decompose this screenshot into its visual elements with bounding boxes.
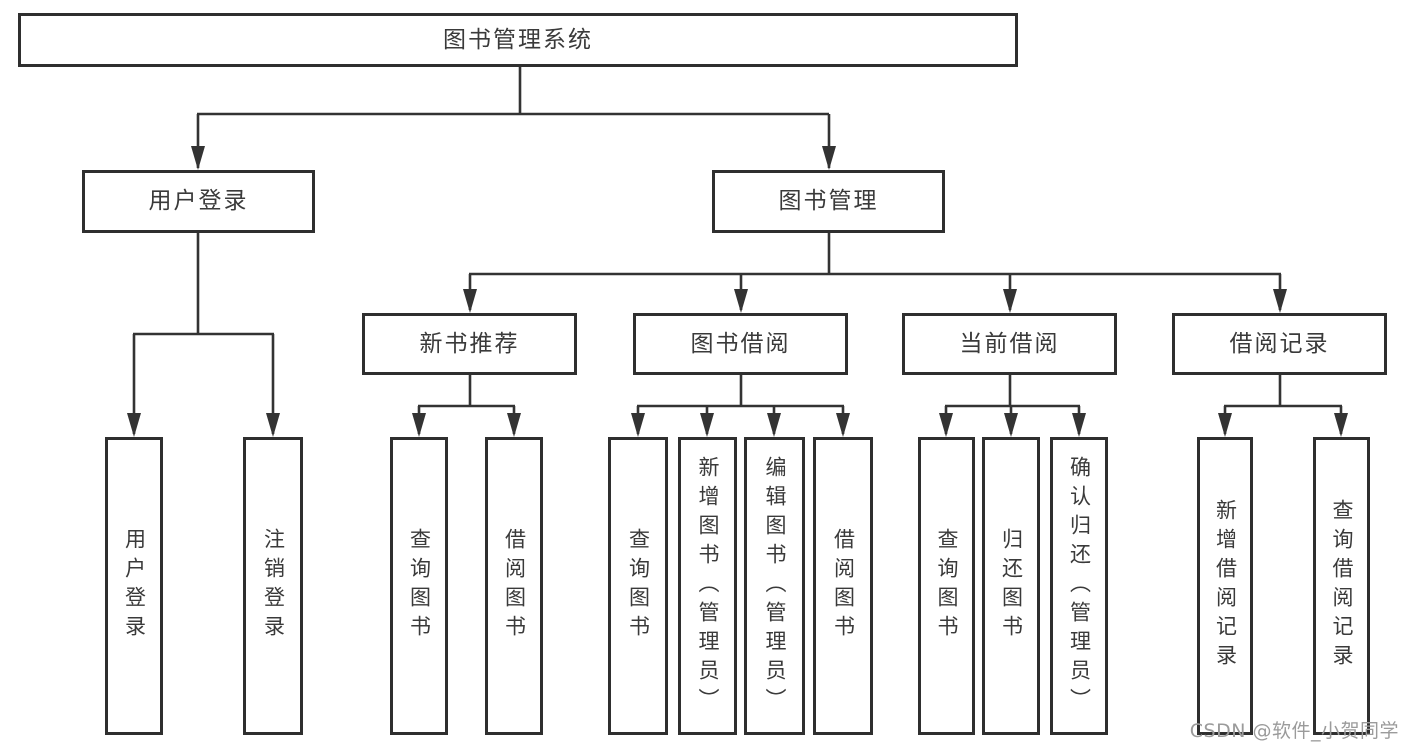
node-root-label: 图书管理系统 (443, 26, 593, 53)
leaf-query-books-borrowing-label: 查询图书 (626, 528, 651, 644)
leaf-query-borrow-record: 查询借阅记录 (1313, 437, 1370, 735)
node-current-borrowing-label: 当前借阅 (959, 330, 1060, 357)
connector-userlogin-to-leaves (132, 233, 275, 434)
leaf-borrow-books-newbooks: 借阅图书 (485, 437, 543, 735)
leaf-edit-books-admin: 编辑图书（管理员） (744, 437, 805, 735)
connector-root-to-level2 (196, 67, 831, 168)
node-user-login: 用户登录 (82, 170, 315, 233)
leaf-query-books-newbooks: 查询图书 (390, 437, 448, 735)
leaf-add-books-admin-label: 新增图书（管理员） (696, 455, 720, 717)
leaf-query-books-borrowing: 查询图书 (608, 437, 668, 735)
connector-newbooks-to-leaves (417, 375, 516, 434)
leaf-return-books: 归还图书 (982, 437, 1040, 735)
leaf-edit-books-admin-label: 编辑图书（管理员） (763, 455, 787, 717)
leaf-confirm-return-admin: 确认归还（管理员） (1050, 437, 1108, 735)
leaf-query-borrow-record-label: 查询借阅记录 (1330, 499, 1354, 673)
node-book-borrowing: 图书借阅 (633, 313, 848, 375)
node-user-login-label: 用户登录 (148, 188, 249, 214)
node-book-management-label: 图书管理 (778, 188, 879, 214)
connector-records-to-leaves (1223, 375, 1343, 434)
node-new-book-recommend-label: 新书推荐 (419, 330, 520, 357)
node-book-borrowing-label: 图书借阅 (690, 330, 791, 357)
leaf-borrow-books: 借阅图书 (813, 437, 873, 735)
connector-bookmgmt-to-level3 (468, 233, 1282, 310)
leaf-add-borrow-record: 新增借阅记录 (1197, 437, 1253, 735)
leaf-add-books-admin: 新增图书（管理员） (678, 437, 737, 735)
leaf-confirm-return-admin-label: 确认归还（管理员） (1067, 455, 1092, 717)
leaf-user-login: 用户登录 (105, 437, 163, 735)
leaf-add-borrow-record-label: 新增借阅记录 (1213, 499, 1238, 673)
leaf-query-books-current: 查询图书 (918, 437, 975, 735)
watermark: CSDN @软件_小贺同学 (1189, 720, 1399, 742)
leaf-query-books-current-label: 查询图书 (935, 528, 959, 644)
leaf-query-books-newbooks-label: 查询图书 (407, 528, 432, 644)
leaf-logout: 注销登录 (243, 437, 303, 735)
node-root-library-system: 图书管理系统 (18, 13, 1018, 67)
leaf-return-books-label: 归还图书 (999, 528, 1024, 644)
node-book-management: 图书管理 (712, 170, 945, 233)
leaf-user-login-label: 用户登录 (122, 528, 147, 644)
leaf-borrow-books-newbooks-label: 借阅图书 (502, 528, 527, 644)
leaf-logout-label: 注销登录 (261, 528, 286, 644)
node-new-book-recommend: 新书推荐 (362, 313, 577, 375)
node-current-borrowing: 当前借阅 (902, 313, 1117, 375)
connector-current-to-leaves (944, 375, 1081, 434)
leaf-borrow-books-label: 借阅图书 (831, 528, 856, 644)
node-borrowing-records: 借阅记录 (1172, 313, 1387, 375)
connector-borrowing-to-leaves (636, 375, 845, 434)
node-borrowing-records-label: 借阅记录 (1229, 330, 1330, 357)
